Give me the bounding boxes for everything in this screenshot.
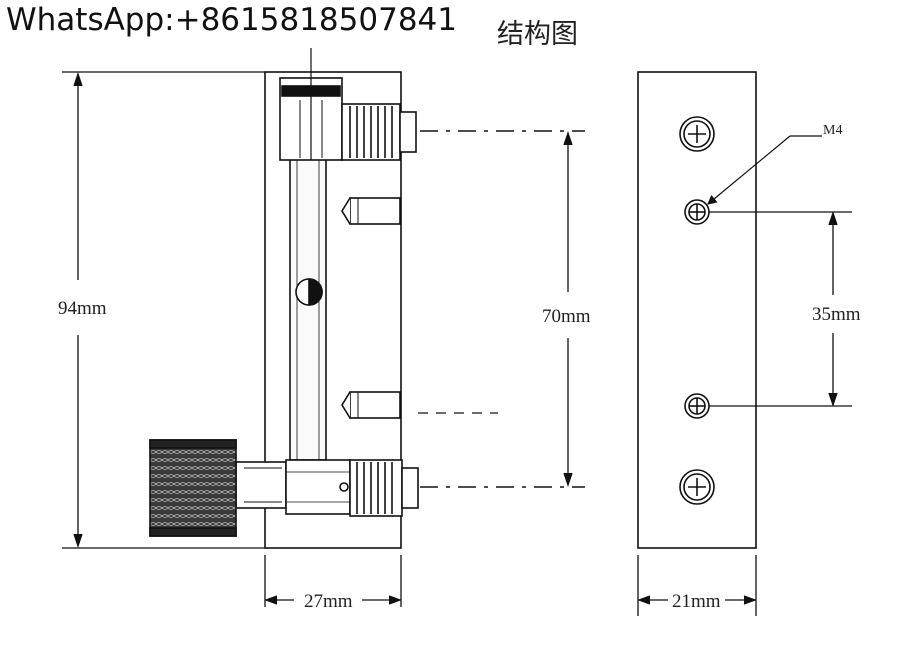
adjust-knob bbox=[149, 439, 237, 537]
dim-overall-height: 94mm bbox=[58, 298, 107, 319]
thread-callout: M4 bbox=[823, 123, 842, 138]
diagram-title: 结构图 bbox=[497, 19, 578, 50]
dim-side-width: 21mm bbox=[672, 591, 721, 612]
front-view bbox=[149, 48, 419, 549]
port-center-lines bbox=[420, 130, 585, 488]
dim-port-spacing: 70mm bbox=[542, 306, 591, 327]
hole-upper bbox=[684, 199, 710, 225]
screw-bottom bbox=[679, 469, 715, 505]
top-outlet-thread bbox=[341, 103, 417, 161]
dimension-lines bbox=[62, 71, 838, 616]
bottom-inlet-thread bbox=[349, 459, 419, 517]
hole-lower bbox=[684, 393, 710, 419]
side-view bbox=[637, 71, 757, 549]
mount-boss-lower bbox=[341, 391, 401, 419]
m4-leader bbox=[707, 135, 822, 205]
screw-top bbox=[679, 116, 715, 152]
dim-front-width: 27mm bbox=[304, 591, 353, 612]
mount-boss-upper bbox=[341, 197, 401, 225]
contact-header: WhatsApp:+8615818507841 bbox=[6, 2, 457, 38]
dim-hole-spacing: 35mm bbox=[812, 304, 861, 325]
needle-valve bbox=[235, 459, 351, 515]
